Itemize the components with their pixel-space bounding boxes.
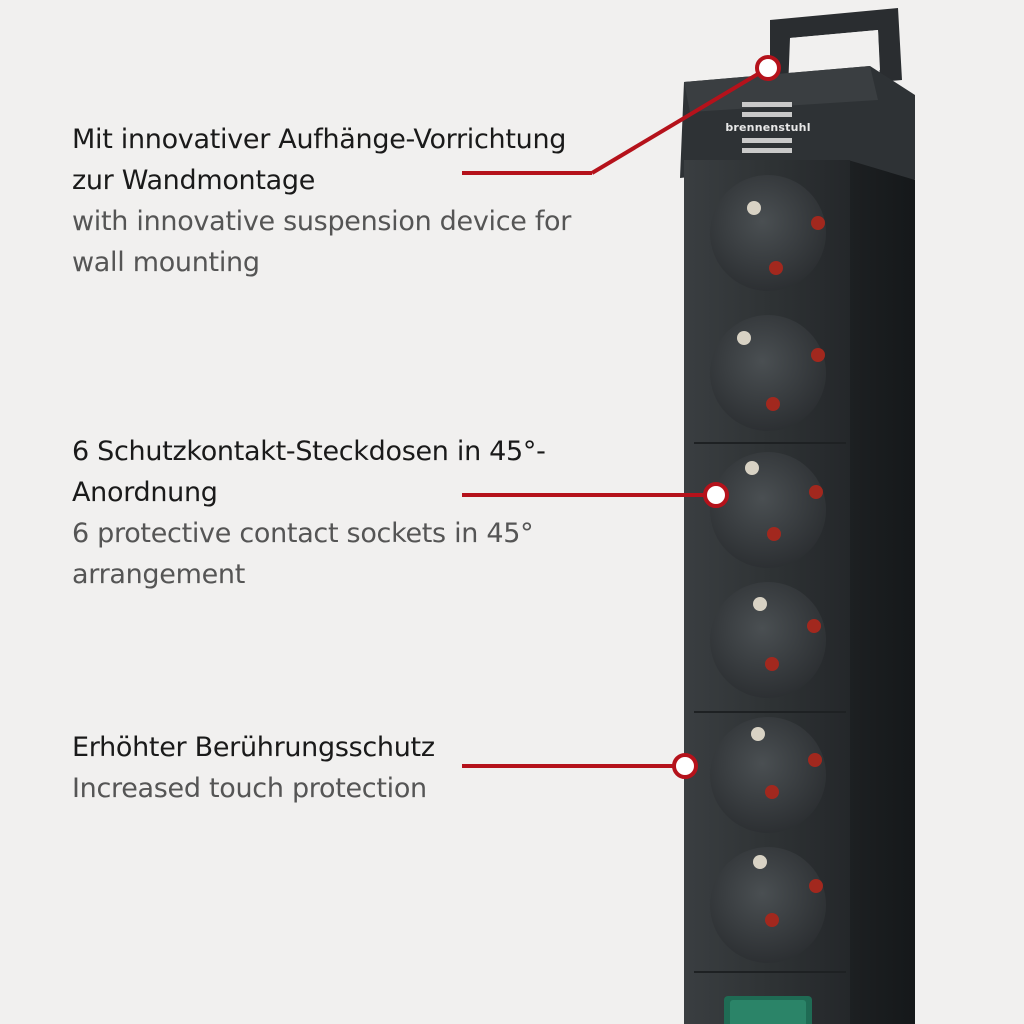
socket-5 [710, 717, 826, 833]
callout-sockets-de: 6 Schutzkontakt-Steckdosen in 45°-Anordn… [72, 436, 546, 508]
callout-touch-protection: Erhöhter Berührungsschutz Increased touc… [72, 727, 572, 809]
callout-touch-protection-de: Erhöhter Berührungsschutz [72, 732, 435, 763]
socket-1 [710, 175, 826, 291]
hanger-hook [770, 8, 902, 92]
callout-suspension-de: Mit innovativer Aufhänge-Vorrichtung zur… [72, 124, 567, 196]
leader-line-1 [462, 55, 781, 175]
brand-logo-icon [742, 102, 792, 153]
marker-dot-3 [672, 753, 698, 779]
socket-6 [710, 847, 826, 963]
leader-line-3 [462, 753, 698, 779]
marker-dot-2 [703, 482, 729, 508]
leader-line-2 [462, 482, 729, 508]
callout-touch-protection-en: Increased touch protection [72, 773, 427, 804]
strip-side [848, 150, 915, 1024]
callout-suspension-en: with innovative suspension device for wa… [72, 206, 572, 278]
brand-logo-text: brennenstuhl [725, 121, 811, 134]
callout-sockets: 6 Schutzkontakt-Steckdosen in 45°-Anordn… [72, 431, 572, 595]
socket-4 [710, 582, 826, 698]
marker-dot-1 [755, 55, 781, 81]
socket-3 [710, 452, 826, 568]
callout-sockets-en: 6 protective contact sockets in 45° arra… [72, 518, 534, 590]
callout-suspension: Mit innovativer Aufhänge-Vorrichtung zur… [72, 119, 572, 283]
socket-2 [710, 315, 826, 431]
